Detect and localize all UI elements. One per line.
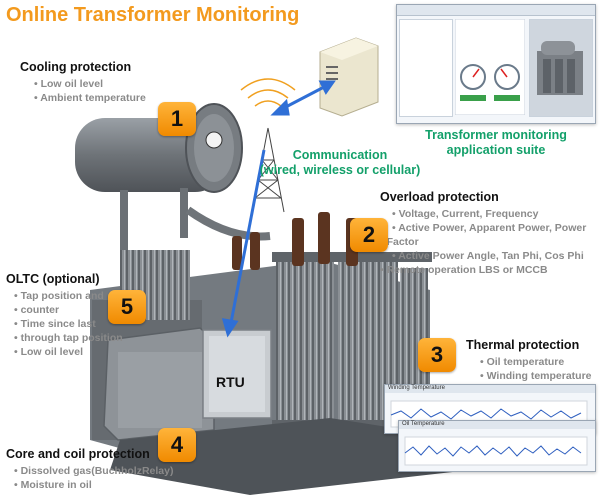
monitoring-app-screenshot xyxy=(396,4,596,124)
list-item: Low oil level xyxy=(34,77,146,91)
communication-line2: (wired, wireless or cellular) xyxy=(259,163,421,177)
overload-heading: Overload protection xyxy=(380,190,499,204)
list-item: Low oil level xyxy=(14,345,123,359)
rtu-box xyxy=(202,329,272,419)
suite-line1: Transformer monitoring xyxy=(425,128,567,142)
list-item: Winding temperature xyxy=(480,369,592,383)
list-item: Active Power, Apparent Power, Power xyxy=(392,221,586,235)
suite-label: Transformer monitoring application suite xyxy=(398,128,594,158)
core-heading: Core and coil protection xyxy=(6,447,150,461)
list-item: Remote operation LBS or MCCB xyxy=(380,263,586,277)
list-item: Time since last xyxy=(14,317,123,331)
list-item: Ambient temperature xyxy=(34,91,146,105)
antenna-tower xyxy=(240,78,296,213)
oltc-heading: OLTC (optional) xyxy=(6,272,100,286)
cooling-heading: Cooling protection xyxy=(20,60,132,74)
cooling-list: Low oil level Ambient temperature xyxy=(34,77,146,105)
core-list: Dissolved gas(BuchholzRelay) Moisture in… xyxy=(14,464,174,492)
thermal-heading: Thermal protection xyxy=(466,338,580,352)
rtu-label: RTU xyxy=(216,374,245,390)
server-icon xyxy=(319,37,379,117)
winding-chart-title: Winding Temperature xyxy=(385,385,595,393)
conservator-tank xyxy=(75,103,243,250)
badge-1: 1 xyxy=(158,102,196,136)
list-item: counter xyxy=(14,303,123,317)
badge-3: 3 xyxy=(418,338,456,372)
oltc-cabinet xyxy=(103,327,215,441)
suite-line2: application suite xyxy=(446,143,546,157)
communication-arrows xyxy=(221,80,336,338)
gauge-panel xyxy=(455,19,525,115)
list-item: Moisture in oil xyxy=(14,478,173,492)
badge-5: 5 xyxy=(108,290,146,324)
thermal-list: Oil temperature Winding temperature xyxy=(480,355,592,383)
oil-chart-title: Oil Temperature xyxy=(399,421,595,429)
overload-list: Voltage, Current, Frequency Active Power… xyxy=(387,207,587,277)
communication-label: Communication (wired, wireless or cellul… xyxy=(240,148,440,178)
list-item: Tap position and xyxy=(14,289,123,303)
badge-4: 4 xyxy=(158,428,196,462)
badge-2: 2 xyxy=(350,218,388,252)
page-title: Online Transformer Monitoring xyxy=(6,4,300,26)
oil-temperature-chart: Oil Temperature xyxy=(398,420,596,472)
list-item: Factor xyxy=(380,235,586,249)
list-item: Oil temperature xyxy=(480,355,592,369)
list-item: Voltage, Current, Frequency xyxy=(392,207,586,221)
list-item: through tap position xyxy=(14,331,123,345)
list-item: Dissolved gas(BuchholzRelay) xyxy=(14,464,174,478)
list-item: Active Power Angle, Tan Phi, Cos Phi xyxy=(392,249,586,263)
oltc-list: Tap position and counter Time since last… xyxy=(14,289,123,359)
communication-line1: Communication xyxy=(292,148,388,162)
